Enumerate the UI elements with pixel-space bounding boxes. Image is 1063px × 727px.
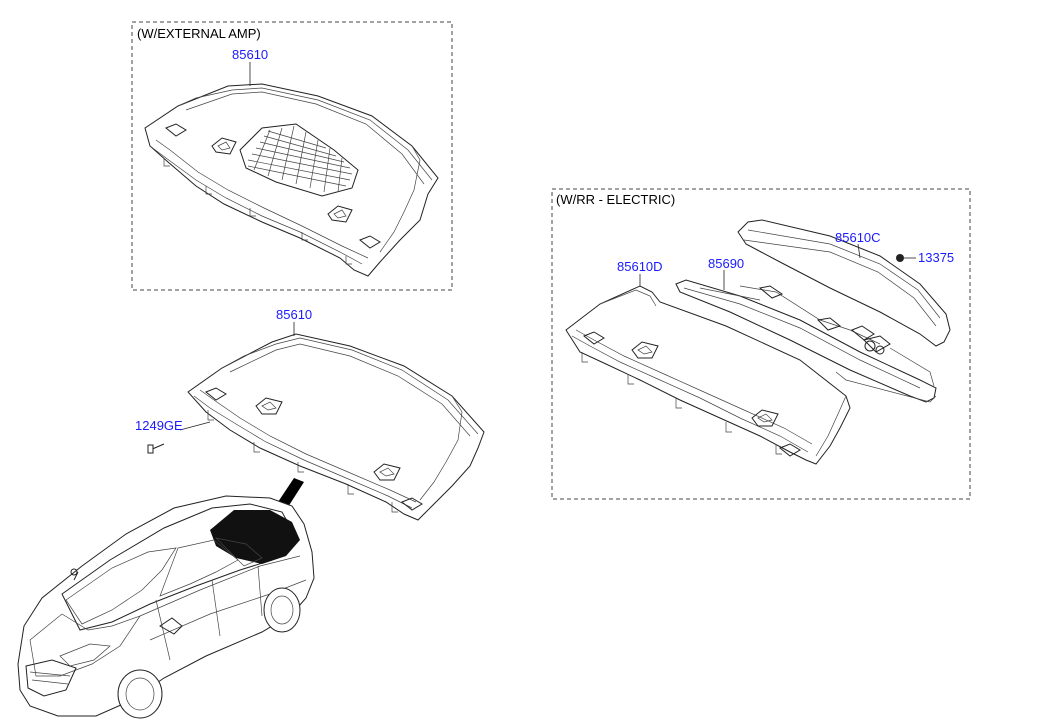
rr-electric-frame-title: (W/RR - ELECTRIC)	[556, 192, 675, 207]
electric-clip-label[interactable]: 13375	[918, 250, 954, 265]
clip-icon	[896, 254, 904, 262]
amp-package-tray	[144, 83, 439, 277]
electric-panel-label[interactable]: 85610D	[617, 259, 663, 274]
electric-mechanism-label[interactable]: 85690	[708, 256, 744, 271]
car-illustration	[17, 495, 315, 719]
screw-leader	[179, 421, 211, 431]
main-package-tray	[187, 333, 485, 521]
electric-lower-panel	[565, 285, 851, 465]
electric-upper-cover	[737, 219, 951, 347]
speaker-grille-lines	[247, 125, 353, 193]
external-amp-frame-title: (W/EXTERNAL AMP)	[137, 26, 261, 41]
amp-panel-label[interactable]: 85610	[232, 47, 268, 62]
main-panel-label[interactable]: 85610	[276, 307, 312, 322]
electric-mechanism	[675, 279, 937, 403]
rear-window-highlight	[210, 510, 300, 564]
electric-cover-leader	[857, 243, 861, 259]
electric-cover-label[interactable]: 85610C	[835, 230, 881, 245]
screw-label[interactable]: 1249GE	[135, 418, 183, 433]
screw-icon	[147, 443, 165, 454]
